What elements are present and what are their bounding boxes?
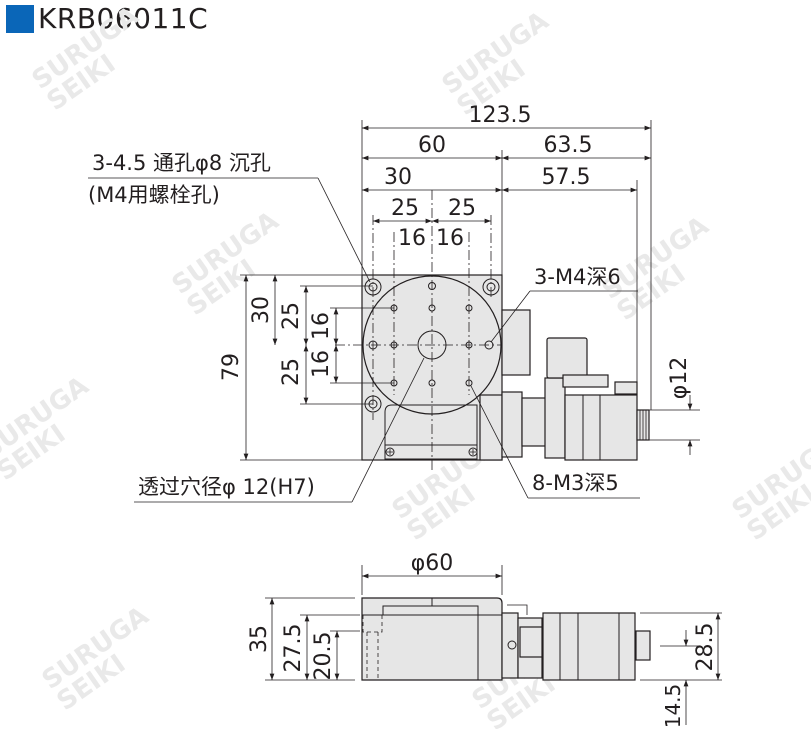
svg-text:3-M4深6: 3-M4深6 [534,265,621,289]
side-dimensions: φ60 35 27.5 20.5 28.5 14.5 [247,551,722,728]
svg-text:透过穴径φ 12(H7): 透过穴径φ 12(H7) [138,475,315,499]
side-view: φ60 35 27.5 20.5 28.5 14.5 [247,551,722,728]
svg-text:25: 25 [279,302,304,330]
svg-text:φ60: φ60 [411,551,454,576]
svg-text:79: 79 [219,353,244,381]
model-title: KRB06011C [38,2,209,35]
screw-icon [468,447,478,457]
svg-text:16: 16 [309,312,334,340]
vertical-dimensions: 79 30 25 25 16 16 φ12 [219,274,700,461]
svg-text:14.5: 14.5 [661,684,685,729]
svg-text:123.5: 123.5 [469,103,532,128]
svg-text:60: 60 [418,133,446,158]
top-view: 123.5 60 63.5 30 57.5 25 25 16 16 79 30 … [88,103,700,503]
motor-body [542,612,636,681]
svg-text:16: 16 [436,226,464,251]
svg-text:(M4用螺栓孔): (M4用螺栓孔) [88,183,220,207]
svg-text:8-M3深5: 8-M3深5 [532,471,619,495]
title-accent-square [6,5,34,33]
svg-text:30: 30 [249,296,274,324]
svg-text:φ12: φ12 [667,357,692,400]
svg-text:3-4.5 通孔φ8 沉孔: 3-4.5 通孔φ8 沉孔 [92,151,271,175]
svg-text:16: 16 [398,226,426,251]
svg-text:35: 35 [247,625,272,653]
callouts: 3-4.5 通孔φ8 沉孔 (M4用螺栓孔) 3-M4深6 透过穴径φ 12(H… [88,151,640,503]
screw-icon [385,447,395,457]
title-bar: KRB06011C [6,4,208,34]
svg-text:28.5: 28.5 [693,623,718,672]
svg-text:20.5: 20.5 [311,632,336,681]
svg-text:30: 30 [384,165,412,190]
svg-text:16: 16 [309,350,334,378]
svg-text:25: 25 [448,196,476,221]
motor-assembly [479,309,650,461]
svg-text:25: 25 [391,196,419,221]
horizontal-dimensions: 123.5 60 63.5 30 57.5 25 25 16 16 [361,103,652,410]
svg-text:57.5: 57.5 [542,165,591,190]
svg-text:25: 25 [279,358,304,386]
svg-text:63.5: 63.5 [544,133,593,158]
svg-text:27.5: 27.5 [281,624,306,673]
